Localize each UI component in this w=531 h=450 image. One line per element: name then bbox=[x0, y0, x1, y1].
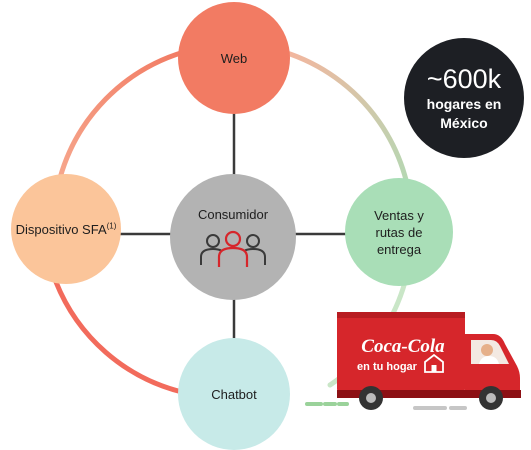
truck-tagline-text: en tu hogar bbox=[357, 361, 418, 373]
node-dispositivo-text: Dispositivo SFA bbox=[15, 221, 107, 237]
stat-households-badge: ~600k hogares en México bbox=[404, 38, 524, 158]
truck-brand-text: Coca-Cola bbox=[361, 336, 445, 357]
node-dispositivo-label: Dispositivo SFA(1) bbox=[16, 221, 117, 238]
stat-value: ~600k bbox=[426, 64, 502, 94]
node-chatbot: Chatbot bbox=[178, 338, 290, 450]
stat-line1: hogares en bbox=[426, 96, 502, 112]
node-ventas-line1: Ventas y bbox=[374, 207, 424, 223]
footnote-marker: (1) bbox=[106, 221, 117, 231]
people-group-icon bbox=[200, 230, 266, 267]
stat-line2: México bbox=[440, 115, 488, 131]
node-consumidor: Consumidor bbox=[170, 174, 296, 300]
house-icon bbox=[424, 353, 444, 373]
ring-arc-bottom-left bbox=[53, 279, 185, 395]
node-web: Web bbox=[178, 2, 290, 114]
node-web-label: Web bbox=[220, 50, 248, 66]
node-ventas-rutas: Ventas y rutas de entrega bbox=[345, 178, 453, 286]
node-chatbot-label: Chatbot bbox=[211, 386, 257, 402]
node-ventas-line3: entrega bbox=[376, 241, 422, 257]
node-dispositivo-sfa: Dispositivo SFA(1) bbox=[11, 174, 121, 284]
delivery-truck-icon: Coca-Cola en tu hogar bbox=[305, 312, 521, 410]
node-consumidor-label: Consumidor bbox=[197, 206, 269, 222]
ring-arc-top-left bbox=[57, 49, 187, 181]
node-ventas-line2: rutas de bbox=[375, 224, 423, 240]
